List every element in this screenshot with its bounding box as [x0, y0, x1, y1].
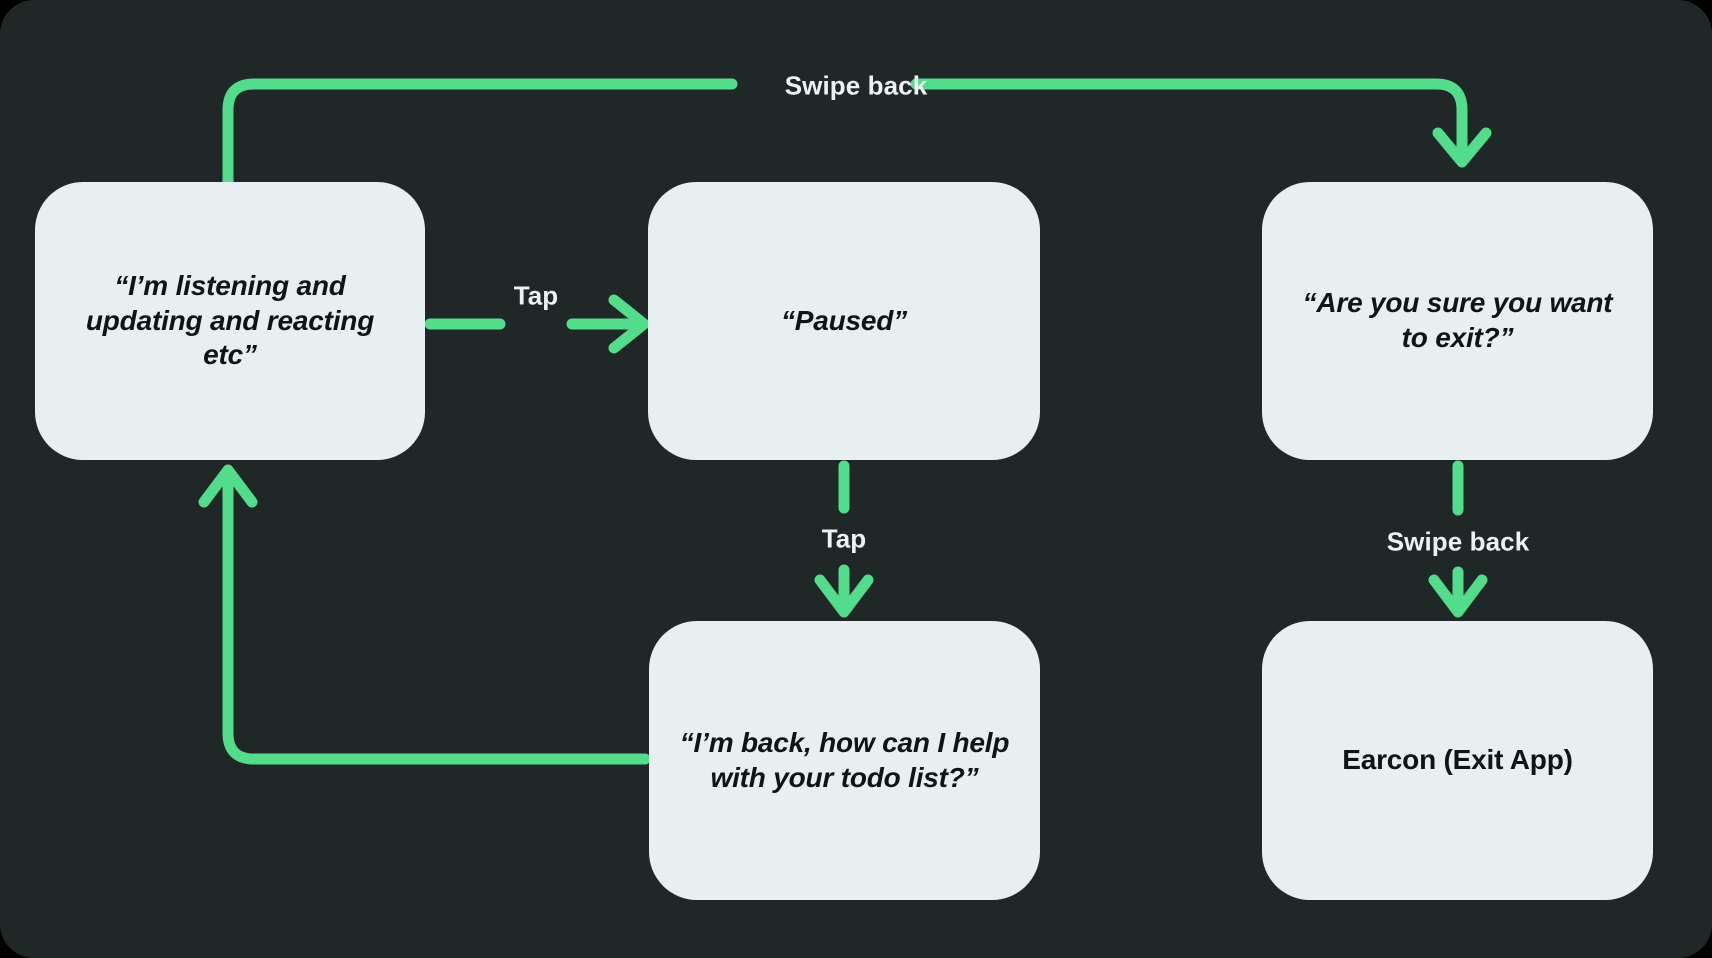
node-confirm-exit[interactable]: “Are you sure you want to exit?”	[1262, 182, 1653, 460]
node-resume-label: “I’m back, how can I help with your todo…	[679, 726, 1010, 793]
node-paused-label: “Paused”	[781, 304, 907, 336]
edge-label-tap-down: Tap	[821, 523, 867, 554]
node-confirm-exit-label: “Are you sure you want to exit?”	[1302, 287, 1613, 353]
node-resume[interactable]: “I’m back, how can I help with your todo…	[649, 621, 1040, 900]
edge-return-to-listening	[198, 464, 651, 765]
edge-label-swipe-back-top: Swipe back	[784, 70, 928, 101]
node-listening-label: “I’m listening and updating and reacting…	[85, 269, 375, 371]
node-earcon-exit-app-label: Earcon (Exit App)	[1342, 744, 1573, 776]
edge-label-tap-right: Tap	[513, 280, 559, 311]
edge-label-swipe-back-down: Swipe back	[1386, 526, 1530, 557]
node-earcon-exit-app[interactable]: Earcon (Exit App)	[1262, 621, 1653, 900]
node-paused[interactable]: “Paused”	[648, 182, 1040, 460]
node-listening[interactable]: “I’m listening and updating and reacting…	[35, 182, 425, 460]
